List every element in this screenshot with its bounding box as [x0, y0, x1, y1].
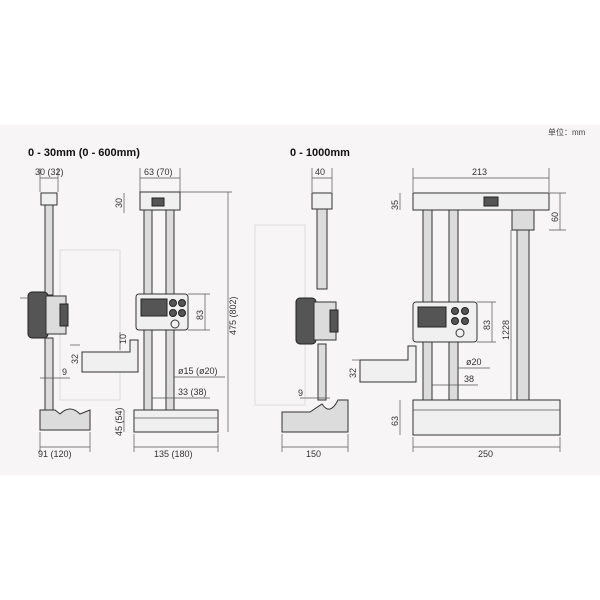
dim-left-33: 33 (38)	[178, 387, 207, 397]
left-side-view: 30 (32) 9 91 (120)	[20, 167, 91, 459]
dim-left-10: 10	[118, 334, 128, 344]
left-front-view: 63 (70) 30 83 10 32 ø15 (ø20) 33 (38)	[70, 167, 238, 459]
dim-right-top-width: 40	[315, 167, 325, 177]
dim-left-column-dia: ø15 (ø20)	[178, 366, 218, 376]
dim-left-32: 32	[70, 354, 80, 364]
dim-left-total-height: 475 (802)	[228, 296, 238, 335]
right-title: 0 - 1000mm	[290, 147, 350, 159]
right-side-view: 40 9 150	[281, 167, 349, 459]
dim-right-38: 38	[464, 374, 474, 384]
dim-right-display-height: 83	[482, 320, 492, 330]
dim-right-base-right: 250	[478, 449, 493, 459]
dim-right-total-height: 1228	[501, 320, 511, 340]
dim-right-35: 35	[390, 200, 400, 210]
right-front-view: 213 35 60 83 1228 32 ø20	[348, 167, 566, 459]
dim-left-head-height: 30	[114, 198, 124, 208]
dim-left-base-left: 91 (120)	[38, 449, 72, 459]
dim-left-9: 9	[62, 367, 67, 377]
unit-label: 单位：mm	[548, 127, 586, 137]
dim-right-60: 60	[550, 212, 560, 222]
dim-right-frame-width: 213	[472, 167, 487, 177]
dim-left-display-height: 83	[195, 310, 205, 320]
dim-right-column-dia: ø20	[466, 357, 482, 367]
left-title: 0 - 30mm (0 - 600mm)	[28, 147, 140, 159]
dim-right-base-height: 63	[390, 416, 400, 426]
dim-right-9: 9	[298, 388, 303, 398]
dim-left-base-height: 45 (54)	[114, 407, 124, 436]
dim-right-base-left: 150	[306, 449, 321, 459]
dim-left-top-width: 30 (32)	[35, 167, 64, 177]
dim-left-base-right: 135 (180)	[154, 449, 193, 459]
dim-right-32: 32	[348, 368, 358, 378]
dim-left-head-width: 63 (70)	[144, 167, 173, 177]
